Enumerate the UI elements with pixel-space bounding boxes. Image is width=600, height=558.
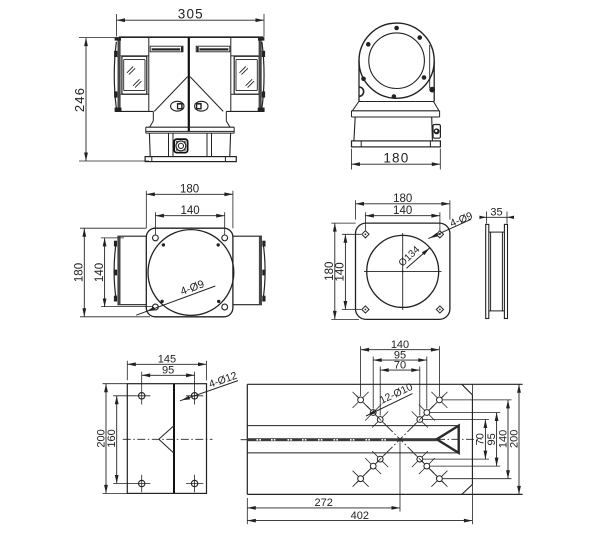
- svg-text:70: 70: [394, 359, 406, 371]
- svg-text:140: 140: [94, 263, 106, 282]
- svg-text:140: 140: [497, 430, 509, 448]
- svg-text:180: 180: [324, 262, 336, 281]
- svg-text:95: 95: [162, 365, 174, 377]
- svg-text:200: 200: [95, 429, 107, 447]
- svg-text:35: 35: [490, 206, 502, 218]
- svg-text:140: 140: [180, 205, 199, 217]
- svg-text:200: 200: [508, 430, 520, 448]
- svg-text:140: 140: [393, 205, 412, 217]
- svg-text:272: 272: [314, 497, 332, 509]
- svg-text:246: 246: [72, 87, 87, 112]
- svg-text:70: 70: [475, 433, 487, 445]
- svg-text:95: 95: [486, 433, 498, 445]
- svg-text:180: 180: [383, 150, 409, 165]
- svg-text:180: 180: [393, 193, 412, 205]
- svg-text:180: 180: [180, 184, 199, 196]
- svg-text:402: 402: [351, 510, 369, 522]
- svg-text:145: 145: [158, 354, 176, 366]
- svg-text:95: 95: [394, 349, 406, 361]
- svg-text:140: 140: [335, 262, 347, 281]
- svg-text:305: 305: [178, 7, 204, 22]
- svg-text:180: 180: [74, 263, 86, 282]
- svg-text:160: 160: [106, 429, 118, 447]
- svg-text:140: 140: [391, 339, 409, 351]
